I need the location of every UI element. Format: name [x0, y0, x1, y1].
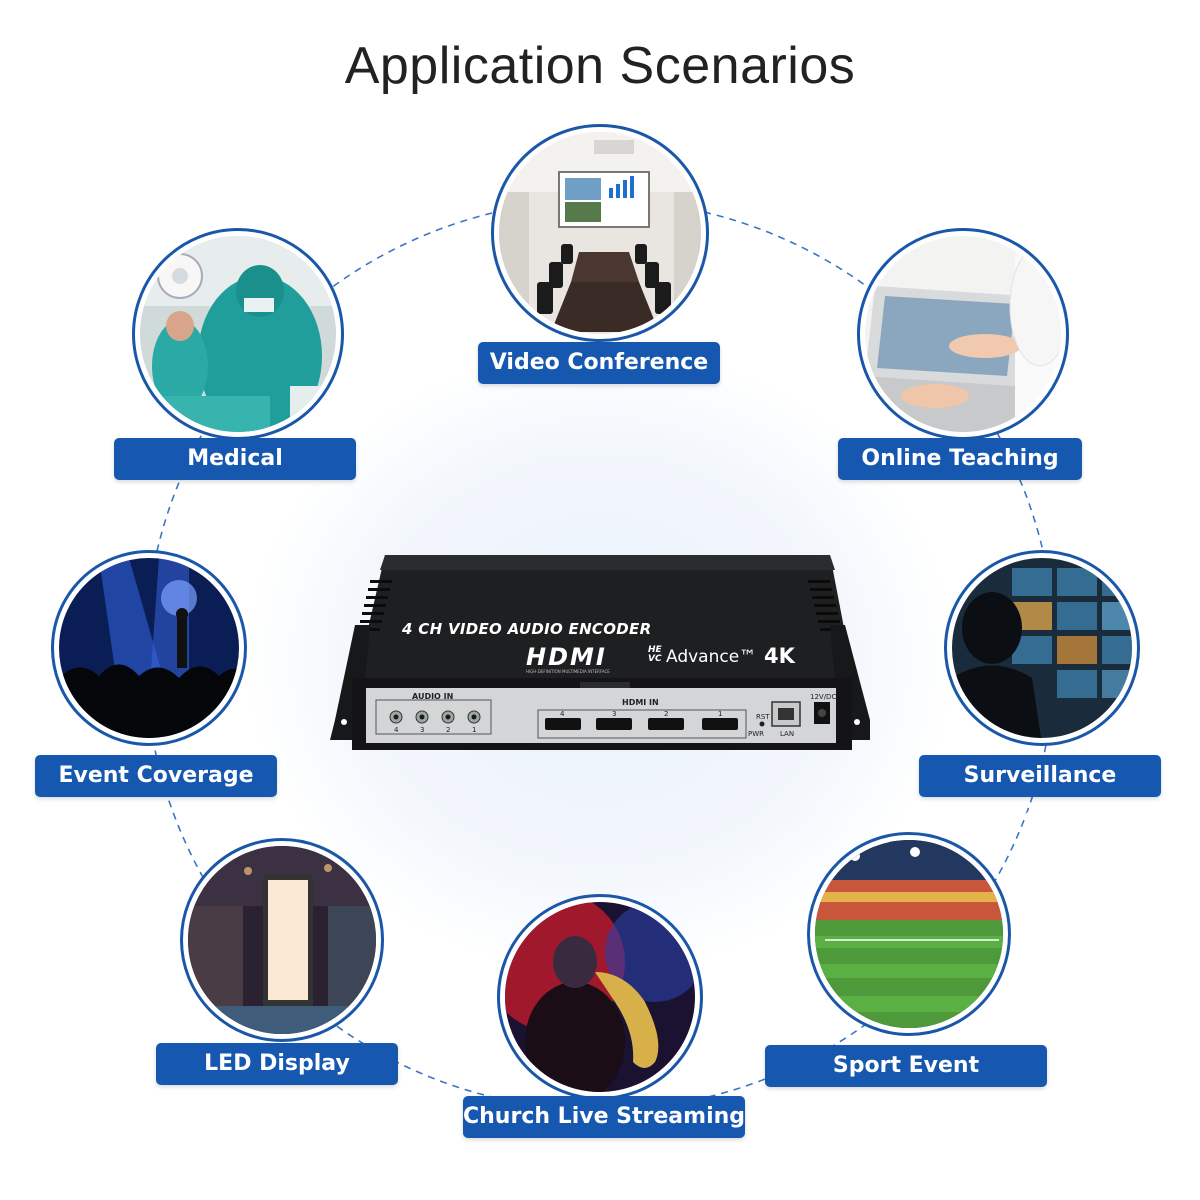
- lan-label: LAN: [780, 730, 795, 738]
- scenario-image-event-coverage: [51, 550, 247, 746]
- rst-label: RST: [756, 713, 770, 721]
- scenario-label-medical: Medical: [114, 438, 356, 480]
- hdmi-in-label: HDMI IN: [622, 698, 659, 707]
- scenario-label-online-teaching: Online Teaching: [838, 438, 1082, 480]
- audio-port-1-label: 1: [472, 726, 477, 734]
- dc-label: 12V/DC: [810, 693, 837, 701]
- audio-port-3-label: 3: [420, 726, 425, 734]
- scenario-image-online-teaching: [857, 228, 1069, 440]
- hdmi-port-3-label: 3: [612, 710, 617, 718]
- encoder-device: 4 CH VIDEO AUDIO ENCODER HDMI HIGH-DEFIN…: [330, 550, 870, 765]
- page-title: Application Scenarios: [344, 37, 856, 95]
- scenario-image-video-conference: [491, 124, 709, 342]
- scenario-image-led-display: [180, 838, 384, 1042]
- hdmi-port-1-label: 1: [718, 710, 723, 718]
- scenario-label-church-live-streaming: Church Live Streaming: [463, 1096, 745, 1138]
- device-hdmi-logo: HDMI: [526, 643, 607, 671]
- scenario-label-sport-event: Sport Event: [765, 1045, 1047, 1087]
- device-hevc-text: HE VC: [648, 645, 662, 664]
- scenario-image-sport-event: [807, 832, 1011, 1036]
- scenario-image-church-live-streaming: [497, 894, 703, 1100]
- scenario-image-medical: [132, 228, 344, 440]
- device-model-text: 4 CH VIDEO AUDIO ENCODER: [402, 620, 652, 638]
- scenario-label-event-coverage: Event Coverage: [35, 755, 277, 797]
- pwr-label: PWR: [748, 730, 765, 738]
- device-advance-text: Advance™: [666, 647, 757, 667]
- audio-port-2-label: 2: [446, 726, 451, 734]
- audio-in-label: AUDIO IN: [412, 692, 454, 701]
- scenario-label-led-display: LED Display: [156, 1043, 398, 1085]
- hdmi-port-4-label: 4: [560, 710, 565, 718]
- scenario-label-video-conference: Video Conference: [478, 342, 720, 384]
- device-hdmi-sub: HIGH-DEFINITION MULTIMEDIA INTERFACE: [526, 669, 610, 674]
- scenario-image-surveillance-system: [944, 550, 1140, 746]
- device-resolution-text: 4K: [764, 644, 795, 668]
- hdmi-port-2-label: 2: [664, 710, 669, 718]
- audio-port-4-label: 4: [394, 726, 399, 734]
- scenario-label-surveillance-system: Surveillance System: [919, 755, 1161, 830]
